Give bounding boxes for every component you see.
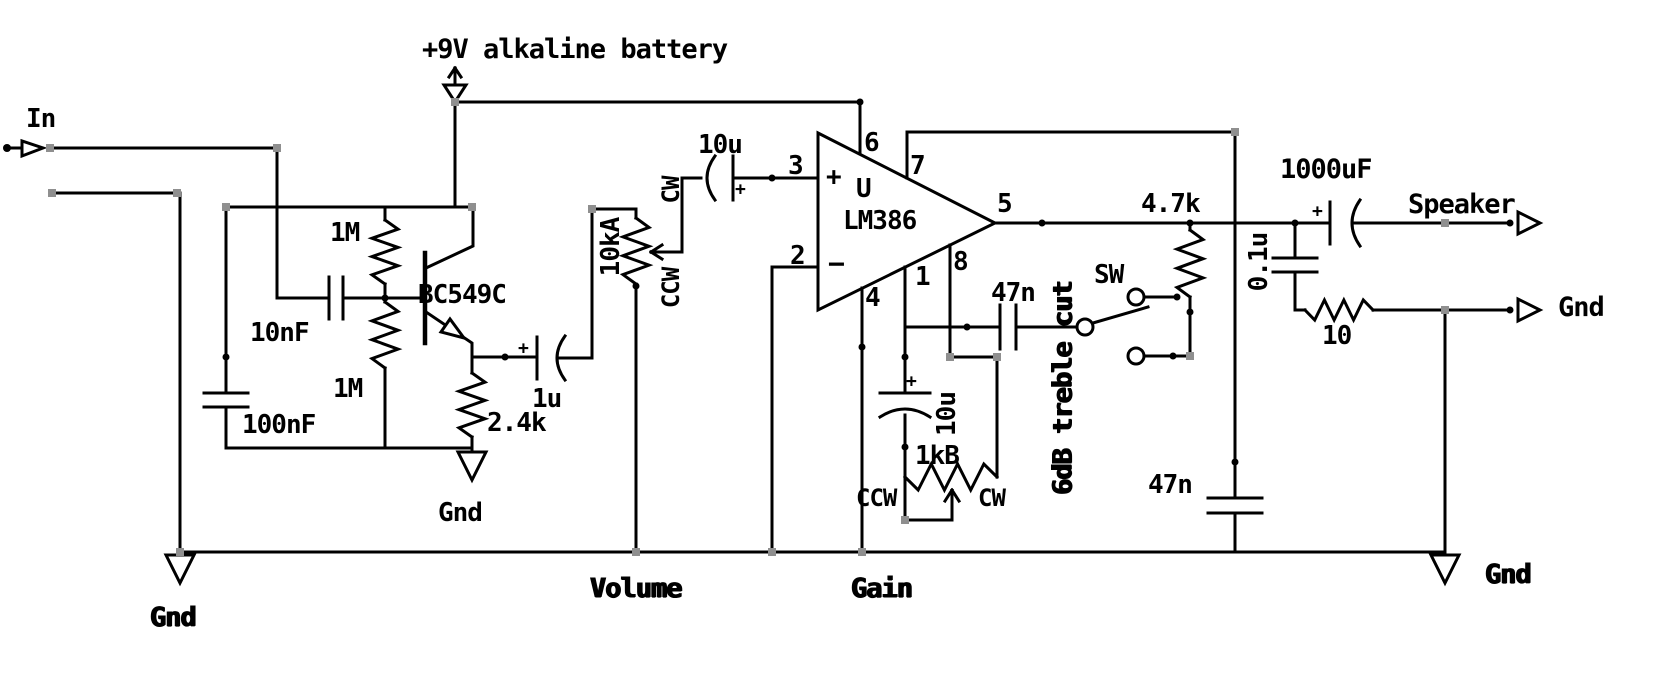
resistor-4.7k <box>1172 221 1208 358</box>
label-gnd-bottom-right: Gnd <box>1485 559 1532 590</box>
pin-8: 8 <box>953 247 969 277</box>
label-cap-100nF: 100nF <box>242 410 316 440</box>
label-volume-cw: CW <box>657 176 685 204</box>
capacitor-100nF <box>202 205 474 450</box>
pin-4: 4 <box>865 283 881 313</box>
label-volume-ccw: CCW <box>657 267 685 309</box>
pin-2: 2 <box>790 241 806 271</box>
capacitor-10nF <box>327 275 427 321</box>
label-res-10: 10 <box>1322 321 1352 351</box>
label-cap-10u-gain: 10u <box>932 392 962 436</box>
label-speaker: Speaker <box>1408 189 1516 220</box>
label-res-1M-top: 1M <box>330 218 360 248</box>
potentiometer-gain <box>902 460 1000 522</box>
capacitor-1000uF <box>1328 197 1544 249</box>
switch-throw-down-icon <box>1126 346 1146 366</box>
label-gain-ccw: CCW <box>856 484 897 512</box>
plus-1u: + <box>518 338 529 359</box>
speaker-terminal-arrow-icon <box>1516 209 1544 237</box>
pin-3: 3 <box>788 151 804 181</box>
label-cap-1000uF: 1000uF <box>1280 154 1373 185</box>
supply-terminal <box>441 65 469 105</box>
plus-1000uF: + <box>1312 201 1323 222</box>
label-volume: Volume <box>590 573 683 604</box>
emitter-arrow-icon <box>438 316 468 341</box>
plus-10u-input: + <box>735 179 746 200</box>
label-cap-1u: 1u <box>532 384 562 414</box>
label-gnd-preamp: Gnd <box>438 498 483 528</box>
capacitor-47n-bypass <box>1206 496 1264 554</box>
input-terminal <box>3 138 48 159</box>
label-res-1M-bottom: 1M <box>333 374 363 404</box>
pin-7: 7 <box>910 151 926 181</box>
supply-wires <box>224 100 862 209</box>
label-pot-volume: 10kA <box>596 217 626 277</box>
label-gnd-left: Gnd <box>150 602 197 633</box>
label-cap-47n-treble: 47n <box>991 278 1036 308</box>
supply-arrow-icon <box>441 83 469 105</box>
transistor-bc549c <box>422 205 475 359</box>
plus-10u-gain: + <box>906 371 917 392</box>
label-gain: Gain <box>851 573 913 604</box>
label-cap-10u-input: 10u <box>698 130 743 160</box>
wire-handles <box>46 98 1449 556</box>
label-opamp-part: LM386 <box>843 206 917 236</box>
label-res-2.4k: 2.4k <box>487 408 547 438</box>
capacitor-47n-treble <box>903 303 1078 351</box>
resistor-1M-top <box>367 205 403 300</box>
gnd-symbol-right-icon <box>1428 553 1462 587</box>
gnd-symbol-left-icon <box>163 553 197 587</box>
opamp-pin-wires <box>770 130 1332 554</box>
pin-1: 1 <box>915 262 931 292</box>
label-cap-10nF: 10nF <box>250 318 310 348</box>
opamp-minus: − <box>828 247 845 280</box>
switch-sw <box>1075 287 1192 366</box>
label-pot-gain: 1kB <box>915 441 960 471</box>
switch-throw-up-icon <box>1126 287 1146 307</box>
capacitor-0.1u <box>1271 221 1319 312</box>
label-transistor: BC549C <box>418 280 507 310</box>
input-wires <box>48 146 331 554</box>
junction-dots <box>222 98 1514 466</box>
pin-5: 5 <box>997 189 1013 219</box>
label-treble-cut: 6dB treble cut <box>1047 281 1079 495</box>
label-cap-0.1u: 0.1u <box>1244 232 1274 292</box>
opamp-plus: + <box>826 162 842 192</box>
label-battery: +9V alkaline battery <box>422 34 728 65</box>
potentiometer-volume <box>618 176 703 554</box>
gnd-terminal-arrow-icon <box>1516 296 1544 324</box>
label-gnd-speaker-return: Gnd <box>1558 292 1605 323</box>
label-opamp-designator: U <box>856 174 872 204</box>
pin-6: 6 <box>864 128 880 158</box>
gnd-symbol-preamp-icon <box>455 450 489 484</box>
resistor-2.4k <box>454 355 490 484</box>
label-cap-47n-bypass: 47n <box>1148 470 1193 500</box>
label-gain-cw: CW <box>978 484 1006 512</box>
resistor-1M-bottom <box>367 296 403 450</box>
input-arrow-icon <box>20 138 48 159</box>
switch-pole-icon <box>1075 317 1095 337</box>
label-input: In <box>26 104 56 134</box>
label-switch: SW <box>1094 260 1124 290</box>
label-res-4.7k: 4.7k <box>1141 189 1201 219</box>
